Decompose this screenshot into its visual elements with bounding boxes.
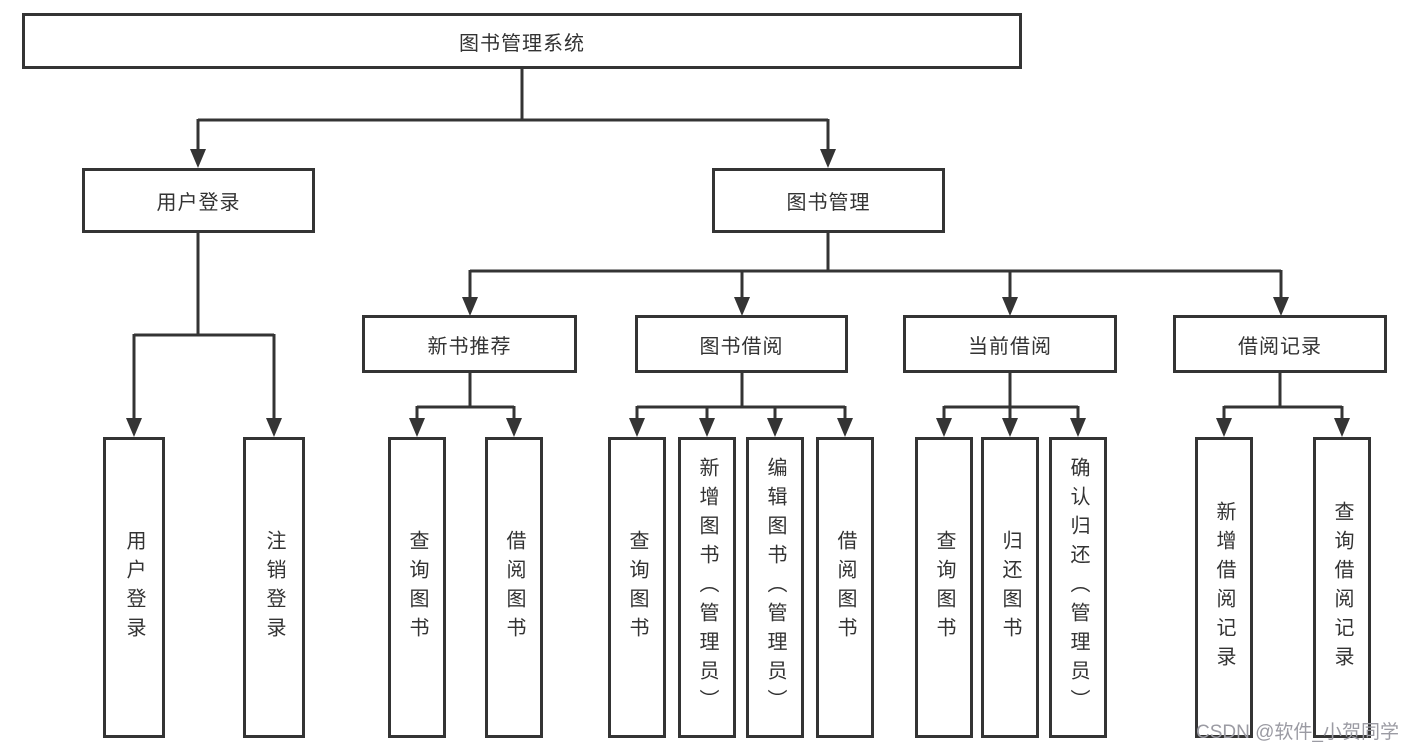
node-current-borrow: 当前借阅 xyxy=(903,315,1117,373)
node-label: 借阅图书 xyxy=(834,529,856,646)
node-label: 用户登录 xyxy=(156,192,241,214)
leaf-records-query: 查询借阅记录 xyxy=(1313,437,1371,738)
node-label: 图书管理系统 xyxy=(459,32,585,55)
node-new-book-recommend: 新书推荐 xyxy=(362,315,577,373)
node-label: 归还图书 xyxy=(999,529,1021,646)
node-label: 图书借阅 xyxy=(699,335,784,358)
node-label: 新书推荐 xyxy=(427,335,512,358)
leaf-newbook-query-books: 查询图书 xyxy=(388,437,446,738)
node-label: 查询图书 xyxy=(406,529,428,646)
node-root: 图书管理系统 xyxy=(22,13,1022,69)
leaf-current-confirm-return-admin: 确认归还（管理员） xyxy=(1049,437,1107,738)
node-label: 借阅图书 xyxy=(503,529,525,646)
node-label: 用户登录 xyxy=(123,529,145,646)
leaf-records-add: 新增借阅记录 xyxy=(1195,437,1253,738)
leaf-logout: 注销登录 xyxy=(243,437,305,738)
leaf-borrow-add-books-admin: 新增图书（管理员） xyxy=(678,437,736,738)
node-book-borrow: 图书借阅 xyxy=(635,315,848,373)
leaf-newbook-borrow-books: 借阅图书 xyxy=(485,437,543,738)
csdn-watermark: CSDN @软件_小贺同学 xyxy=(1196,722,1399,743)
leaf-borrow-borrow-books: 借阅图书 xyxy=(816,437,874,738)
leaf-borrow-edit-books-admin: 编辑图书（管理员） xyxy=(746,437,804,738)
leaf-borrow-query-books: 查询图书 xyxy=(608,437,666,738)
node-user-login: 用户登录 xyxy=(82,168,315,233)
node-label: 图书管理 xyxy=(786,192,871,214)
node-label: 借阅记录 xyxy=(1238,335,1322,358)
node-label: 注销登录 xyxy=(263,529,285,646)
node-label: 当前借阅 xyxy=(968,335,1052,358)
leaf-user-login: 用户登录 xyxy=(103,437,165,738)
node-borrow-records: 借阅记录 xyxy=(1173,315,1387,373)
node-label: 查询图书 xyxy=(933,529,955,646)
node-label: 编辑图书（管理员） xyxy=(764,457,786,718)
node-label: 新增借阅记录 xyxy=(1213,500,1235,675)
node-label: 确认归还（管理员） xyxy=(1067,457,1089,718)
arrowhead-icons xyxy=(126,149,1350,437)
leaf-current-return-books: 归还图书 xyxy=(981,437,1039,738)
node-label: 查询图书 xyxy=(626,529,648,646)
node-book-management: 图书管理 xyxy=(712,168,945,233)
node-label: 查询借阅记录 xyxy=(1331,500,1353,675)
leaf-current-query-books: 查询图书 xyxy=(915,437,973,738)
node-label: 新增图书（管理员） xyxy=(696,457,718,718)
